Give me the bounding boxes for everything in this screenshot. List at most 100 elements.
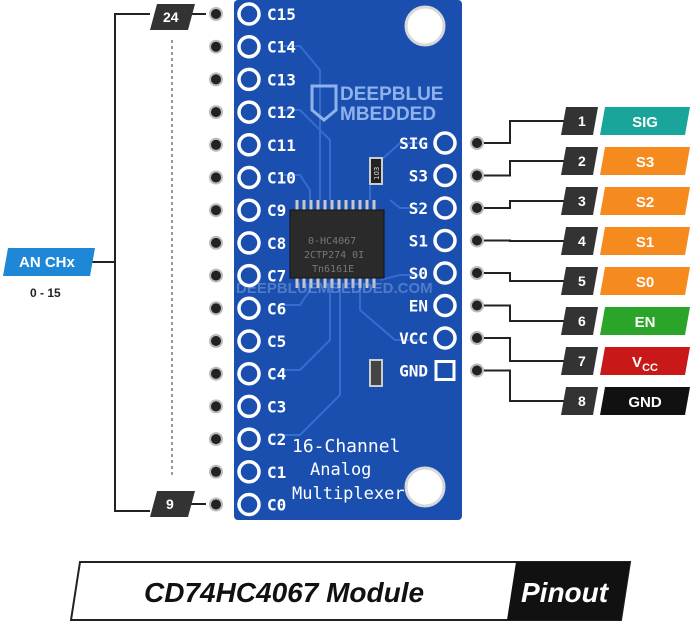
left-pin: C8 [209,231,286,255]
callout-label: GND [628,394,662,411]
pad-icon [237,67,261,92]
chip-body [289,209,385,279]
pad-icon [237,427,261,451]
callout-leader [484,337,565,362]
header-pin-icon [209,399,223,414]
right-pin-label: S3 [409,167,428,186]
right-pin-label: S2 [409,199,428,218]
callout-label: SIG [632,114,658,131]
callout-leader [484,369,565,402]
right-pin: VCC [399,326,484,350]
callout-label-tag [600,187,690,215]
left-pin: C1 [209,460,286,484]
title-main: CD74HC4067 Module [144,577,424,608]
callout-leader [484,160,565,177]
pad-icon [237,361,261,386]
callout-number-tag [561,107,598,135]
callout-label-tag [600,107,690,135]
brand-line1: DEEPBLUE [340,84,443,105]
callout-label-tag [600,347,690,375]
callout-number-tag [561,387,598,415]
pad-icon [237,231,261,255]
callout-number: 8 [578,393,586,409]
callout-leader [484,120,565,144]
title-tag: Pinout [521,577,610,608]
header-pin-icon [209,334,223,348]
right-pin-label: VCC [399,329,428,348]
pad-icon [433,163,457,188]
header-pin-icon [209,39,223,54]
right-pin-label: S0 [409,264,428,283]
title-tag-box [507,562,630,620]
pad-icon [237,100,261,124]
left-pin: C14 [209,34,296,59]
logo-shield-icon [310,84,338,122]
right-pin: S1 [409,228,484,253]
left-pin-label: C5 [267,332,286,351]
callout-label-main: SIG [632,114,658,131]
left-pin-label: C8 [267,234,286,253]
left-pin: C7 [209,263,286,288]
header-pin-icon [209,366,223,381]
callout-label-main: S2 [636,194,654,211]
header-pin-icon [470,233,484,248]
brand-line2: MBEDDED [340,104,436,125]
header-pin-icon [209,203,223,218]
top-channel-num: 24 [163,9,179,25]
left-pin-label: C3 [267,397,286,416]
left-pin-label: C15 [267,5,296,24]
left-pin-label: C12 [267,103,296,122]
pad-icon [237,296,261,321]
smd-resistor-top [369,157,383,185]
pad-icon [237,198,261,222]
pad-icon [237,2,261,26]
an-chx-range: 0 - 15 [30,286,61,300]
header-pin-icon [209,464,223,479]
header-pin-icon [209,105,223,120]
an-chx-tag [3,248,95,276]
left-pin: C10 [209,165,296,190]
board-caption-line2: Analog [310,460,371,480]
callout-leader [484,200,565,209]
board-caption-line1: 16-Channel [292,436,400,457]
callout-label: S1 [636,234,654,251]
pad-icon [433,326,457,350]
bracket-line [114,13,150,512]
callout-number: 2 [578,153,586,169]
callout-number-tag [561,307,598,335]
left-pin: C2 [209,427,286,451]
right-pin-label: S1 [409,232,428,251]
callout-label: VCC [632,354,658,374]
pad-icon [237,34,261,59]
left-pin-label: C9 [267,201,286,220]
left-pin: C13 [209,67,296,92]
header-pin-icon [209,235,223,250]
callout-label-tag [600,267,690,295]
left-pin-label: C0 [267,496,286,515]
mounting-hole-top [404,5,446,47]
top-channel-num-tag [150,4,195,30]
mounting-hole-bottom [404,466,446,508]
module-board: DEEPBLUE MBEDDED 103 [234,0,462,520]
callout-label-tag [600,227,690,255]
an-chx-label: AN CHx [19,254,75,271]
callout-number-tag [561,227,598,255]
callout-label: S2 [636,194,654,211]
right-pin: S0 [409,261,484,285]
right-pin-label: EN [409,297,428,316]
header-pin-icon [470,168,484,183]
right-pin: EN [409,293,484,318]
left-pin-label: C4 [267,365,286,384]
left-pin: C0 [209,492,286,517]
square-pad-icon [434,360,456,381]
header-pin-icon [470,363,484,378]
callout: 4 S1 [484,227,690,255]
callout-number: 4 [578,233,586,249]
callout-label-tag [600,387,690,415]
pad-icon [433,131,457,155]
